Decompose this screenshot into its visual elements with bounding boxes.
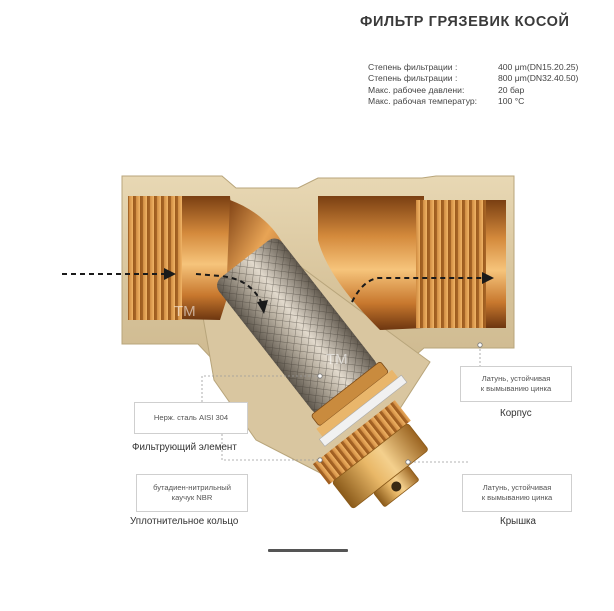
body-material-line1: Латунь, устойчивая	[481, 374, 551, 383]
spec-label: Степень фильтрации :	[368, 73, 458, 84]
center-cavity	[318, 196, 424, 330]
body-material-line2: к вымыванию цинка	[480, 384, 552, 393]
cap-material-line1: Латунь, устойчивая	[482, 483, 552, 492]
seal-material-box: бутадиен-нитрильный каучук NBR	[136, 474, 248, 512]
watermark-center: TM	[326, 351, 348, 368]
seal-caption: Уплотнительное кольцо	[130, 516, 239, 527]
spec-label: Макс. рабочее давлени:	[368, 84, 465, 95]
callout-dots	[317, 342, 483, 465]
product-title: ФИЛЬТР ГРЯЗЕВИК КОСОЙ	[360, 14, 570, 30]
bottom-divider	[268, 549, 348, 552]
spec-label: Степень фильтрации :	[368, 62, 458, 72]
flow-arrow-mid-head	[257, 300, 268, 314]
spec-value: 400 μm(DN15.20.25)	[498, 62, 579, 72]
body-material-box: Латунь, устойчивая к вымыванию цинка	[460, 366, 572, 402]
flow-arrow-in-head	[164, 268, 176, 280]
spec-value: 800 μm(DN32.40.50)	[498, 73, 579, 84]
cap-plug	[312, 400, 428, 509]
watermark-left: TM	[174, 303, 196, 320]
filter-caption: Фильтрующий элемент	[132, 442, 237, 453]
filter-material-text: Нерж. сталь AISI 304	[153, 413, 229, 422]
flow-arrow-mid	[195, 273, 263, 305]
cap-caption: Крышка	[500, 516, 537, 527]
cap-material-box: Латунь, устойчивая к вымыванию цинка	[462, 474, 572, 512]
filter-mesh	[217, 238, 408, 447]
seal-material-line2: каучук NBR	[171, 493, 213, 502]
body-caption: Корпус	[500, 408, 532, 419]
spec-value: 100 °C	[498, 96, 525, 107]
inlet-thread	[128, 196, 182, 320]
callout-leaders	[201, 345, 481, 463]
seal-material-line1: бутадиен-нитрильный	[153, 483, 231, 492]
flow-arrow-out-head	[482, 272, 494, 284]
flow-arrow-out	[351, 277, 482, 303]
filter-material-box: Нерж. сталь AISI 304	[134, 402, 248, 434]
cap-material-line2: к вымыванию цинка	[481, 493, 553, 502]
spec-value: 20 бар	[498, 84, 525, 95]
spec-label: Макс. рабочая температур:	[368, 96, 478, 107]
outlet-thread	[416, 200, 486, 328]
